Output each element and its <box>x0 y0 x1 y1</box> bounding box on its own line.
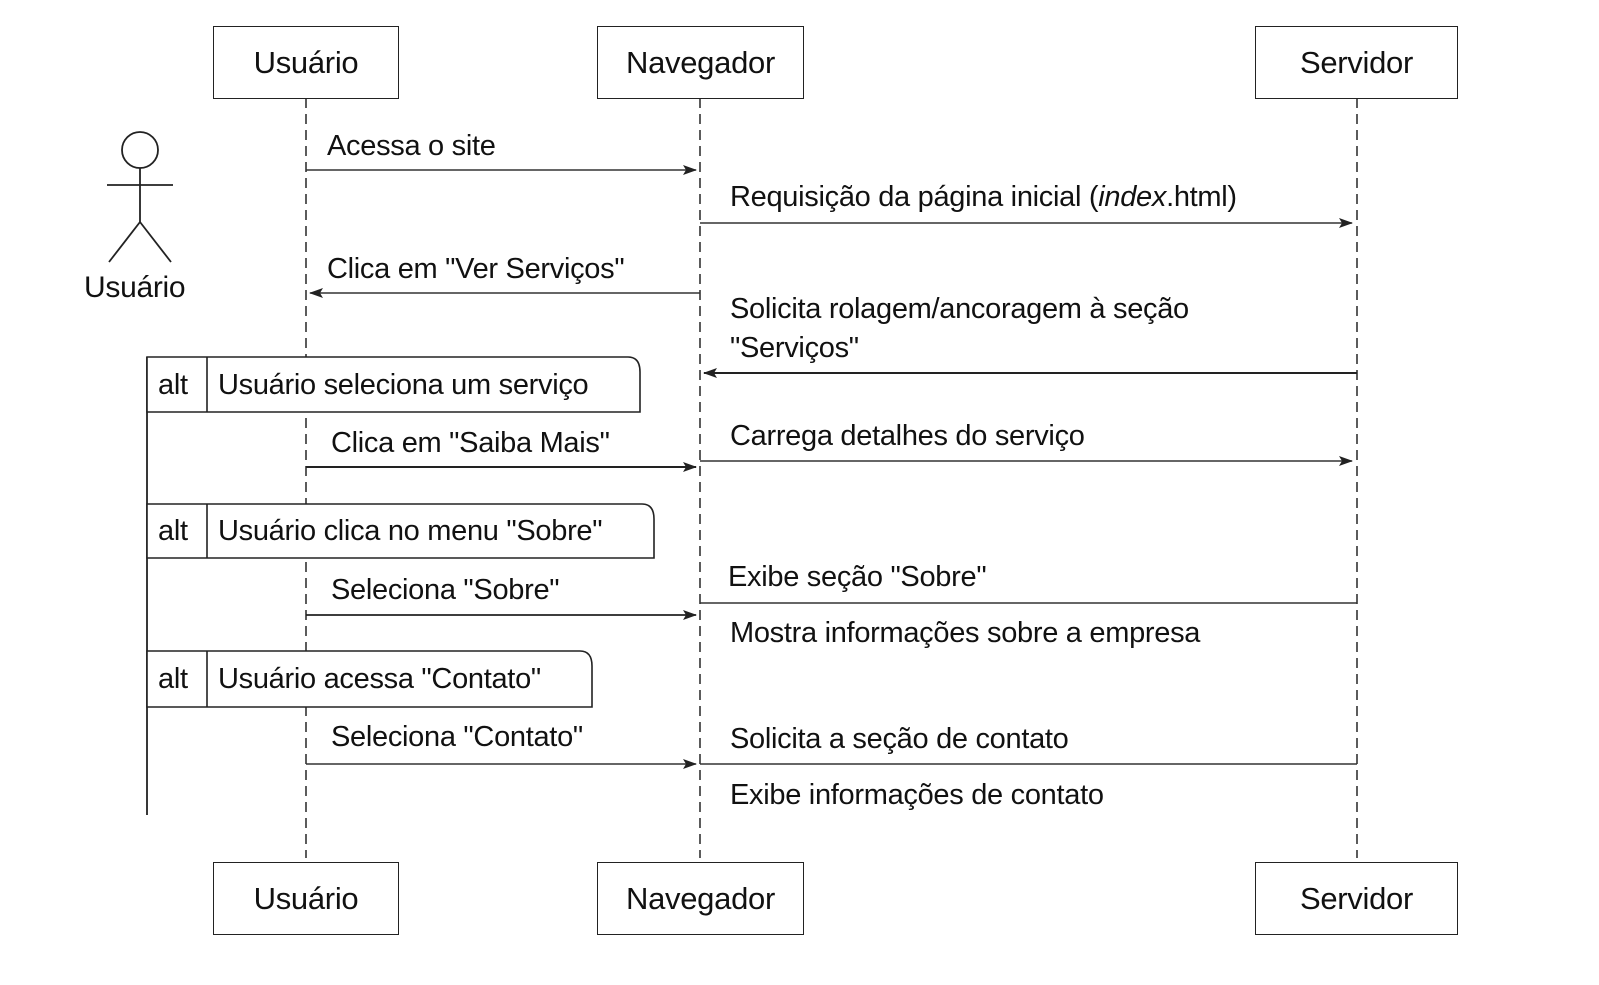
fragment-guard-2: Usuário clica no menu "Sobre" <box>218 515 603 547</box>
fragment-guard-1: Usuário seleciona um serviço <box>218 369 589 401</box>
message-label-mostra-info: Mostra informações sobre a empresa <box>730 617 1201 649</box>
fragment-guard-3: Usuário acessa "Contato" <box>218 663 541 695</box>
participant-user-label: Usuário <box>253 44 359 80</box>
message-label-clica-ver-servicos: Clica em "Ver Serviços" <box>327 253 625 285</box>
participant-browser-label: Navegador <box>626 880 775 916</box>
participant-user-bottom: Usuário <box>213 862 399 935</box>
participant-browser-label: Navegador <box>626 44 775 80</box>
message-label-requisicao-italic: index <box>1098 181 1167 213</box>
stick-figure-icon <box>107 131 173 263</box>
participant-user-label: Usuário <box>253 880 359 916</box>
participant-browser-bottom: Navegador <box>597 862 804 935</box>
message-label-exibe-sobre: Exibe seção "Sobre" <box>728 561 987 593</box>
message-label-solicita-contato: Solicita a seção de contato <box>730 723 1069 755</box>
fragment-operator-3: alt <box>158 663 188 695</box>
actor-label: Usuário <box>84 271 186 304</box>
participant-browser-top: Navegador <box>597 26 804 99</box>
participant-server-label: Servidor <box>1299 880 1414 916</box>
fragment-operator-2: alt <box>158 515 188 547</box>
message-label-requisicao-part2: .html) <box>1166 181 1237 213</box>
message-label-exibe-contato: Exibe informações de contato <box>730 779 1104 811</box>
fragment-operator-1: alt <box>158 369 188 401</box>
participant-server-label: Servidor <box>1299 44 1414 80</box>
fragment-header-3 <box>146 650 593 708</box>
message-label-carrega-detalhes: Carrega detalhes do serviço <box>730 420 1085 452</box>
message-label-solicita-rolagem-line2: "Serviços" <box>730 332 859 364</box>
message-label-requisicao: Requisição da página inicial (index.html… <box>730 178 1237 216</box>
fragment-header-2 <box>146 503 655 559</box>
participant-user-top: Usuário <box>213 26 399 99</box>
message-label-requisicao-part1: Requisição da página inicial ( <box>730 181 1099 213</box>
participant-server-bottom: Servidor <box>1255 862 1458 935</box>
message-label-seleciona-sobre: Seleciona "Sobre" <box>331 574 560 606</box>
participant-server-top: Servidor <box>1255 26 1458 99</box>
message-label-seleciona-contato: Seleciona "Contato" <box>331 721 583 753</box>
message-label-acessa-site: Acessa o site <box>327 130 496 162</box>
message-label-solicita-rolagem-line1: Solicita rolagem/ancoragem à seção <box>730 293 1189 325</box>
fragment-header-1 <box>146 356 641 413</box>
message-label-saiba-mais: Clica em "Saiba Mais" <box>331 427 610 459</box>
